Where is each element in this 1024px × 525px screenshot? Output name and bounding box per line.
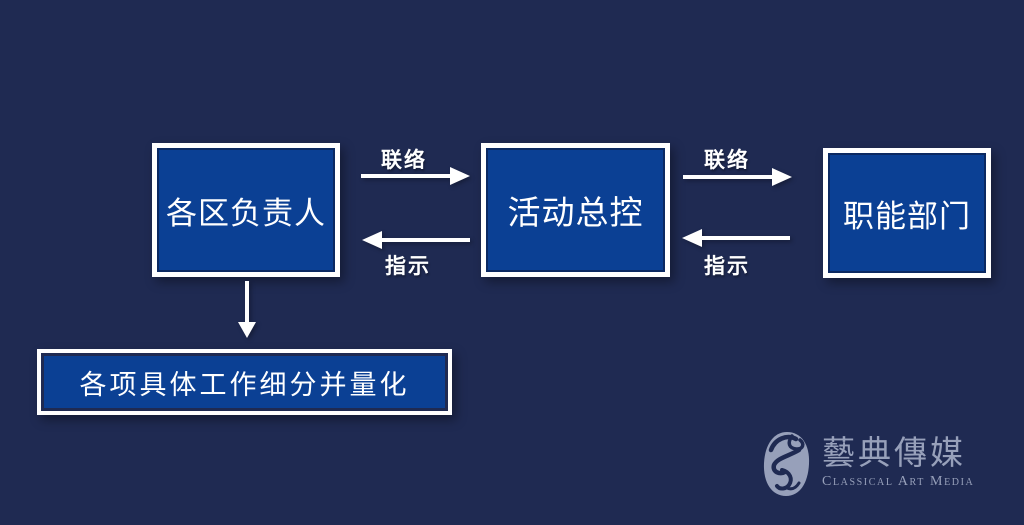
arrow-shaft	[683, 175, 776, 179]
arrow-shaft	[698, 236, 790, 240]
node-district-leaders: 各区负责人	[152, 143, 340, 277]
node-task-breakdown: 各项具体工作细分并量化	[37, 349, 452, 415]
brand-logo: 藝典傳媒 Classical Art Media	[762, 431, 974, 497]
node-task-breakdown-label: 各项具体工作细分并量化	[79, 369, 410, 400]
brand-logo-text: 藝典傳媒 Classical Art Media	[822, 431, 974, 490]
arrow-label-liaison-2: 联络	[704, 149, 750, 172]
node-functional-departments: 职能部门	[823, 148, 991, 278]
arrow-shaft	[361, 174, 454, 178]
arrow-left-to-center	[361, 167, 470, 185]
node-district-leaders-label: 各区负责人	[166, 195, 326, 231]
node-event-master-control-label: 活动总控	[507, 194, 644, 231]
arrow-head-left-icon	[362, 231, 382, 249]
node-event-master-control: 活动总控	[481, 143, 670, 277]
calligraphy-seal-icon	[763, 432, 810, 496]
arrow-shaft	[245, 281, 249, 323]
arrow-label-instruction-1: 指示	[385, 255, 431, 278]
arrow-head-down-icon	[238, 322, 256, 338]
arrow-label-liaison-1: 联络	[381, 149, 427, 172]
arrow-center-to-left	[362, 231, 470, 249]
node-task-breakdown-fill: 各项具体工作细分并量化	[44, 356, 445, 408]
brand-name-english: Classical Art Media	[822, 474, 975, 489]
arrow-center-to-right	[683, 168, 792, 186]
brand-name-chinese: 藝典傳媒	[822, 436, 966, 472]
node-functional-departments-label: 职能部门	[843, 198, 971, 234]
arrow-head-left-icon	[682, 229, 702, 247]
arrow-right-to-center	[682, 229, 790, 247]
arrow-left-to-bottom	[238, 281, 256, 338]
arrow-head-right-icon	[772, 168, 792, 186]
arrow-shaft	[378, 238, 470, 242]
arrow-label-instruction-2: 指示	[704, 255, 750, 278]
arrow-head-right-icon	[450, 167, 470, 185]
